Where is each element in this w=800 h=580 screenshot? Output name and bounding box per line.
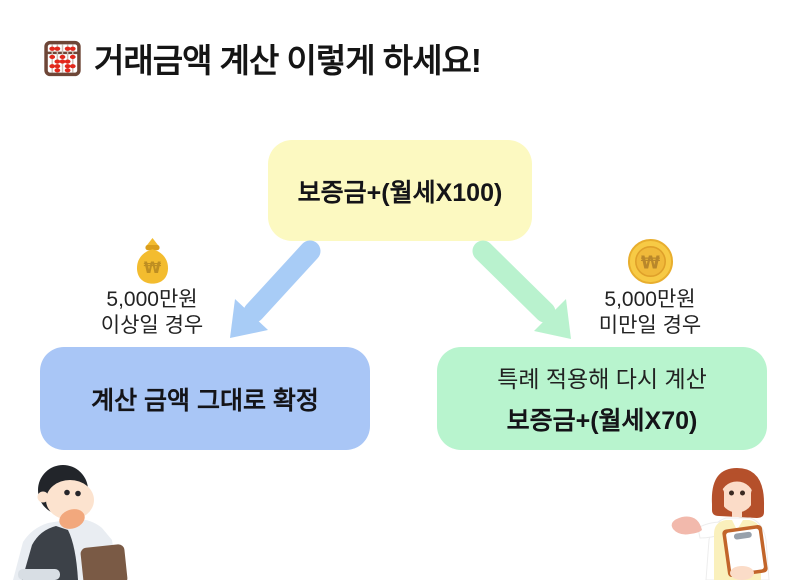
man-ear xyxy=(37,491,49,503)
woman-with-clipboard-illustration xyxy=(671,468,770,580)
right-condition: ₩ 5,000만원 미만일 경우 xyxy=(575,238,725,338)
clipboard xyxy=(722,524,768,578)
right-arrow-icon xyxy=(472,240,571,339)
page-title: 거래금액 계산 이렇게 하세요! xyxy=(94,42,482,79)
page-title-row: 거래금액 계산 이렇게 하세요! xyxy=(44,34,482,82)
abacus-icon xyxy=(44,40,81,76)
man-hand xyxy=(59,509,85,529)
right-condition-line2: 미만일 경우 xyxy=(598,313,702,337)
left-condition-line1: 5,000만원 xyxy=(106,288,198,311)
won-coin-icon: ₩ xyxy=(627,238,673,285)
source-formula-text: 보증금+(월세X100) xyxy=(297,178,503,207)
left-condition-line2: 이상일 경우 xyxy=(100,313,204,337)
left-result-text: 계산 금액 그대로 확정 xyxy=(91,386,319,415)
svg-text:₩: ₩ xyxy=(640,253,660,273)
woman-face xyxy=(720,481,754,513)
woman-hand xyxy=(671,516,702,535)
right-result-box: 특례 적용해 다시 계산 보증금+(월세X70) xyxy=(437,347,767,450)
left-result-box: 계산 금액 그대로 확정 xyxy=(40,347,370,450)
laptop xyxy=(80,544,128,580)
source-formula-box: 보증금+(월세X100) xyxy=(268,140,532,241)
left-condition: ₩ 5,000만원 이상일 경우 xyxy=(77,238,227,338)
right-result-formula: 보증금+(월세X70) xyxy=(506,407,698,435)
thinking-man-with-laptop-illustration xyxy=(13,465,128,580)
man-face xyxy=(46,480,94,520)
right-condition-line1: 5,000만원 xyxy=(604,288,696,311)
money-bag-icon: ₩ xyxy=(136,238,168,284)
left-arrow-icon xyxy=(230,240,321,338)
right-result-subtext: 특례 적용해 다시 계산 xyxy=(497,366,707,392)
svg-text:₩: ₩ xyxy=(143,258,161,277)
